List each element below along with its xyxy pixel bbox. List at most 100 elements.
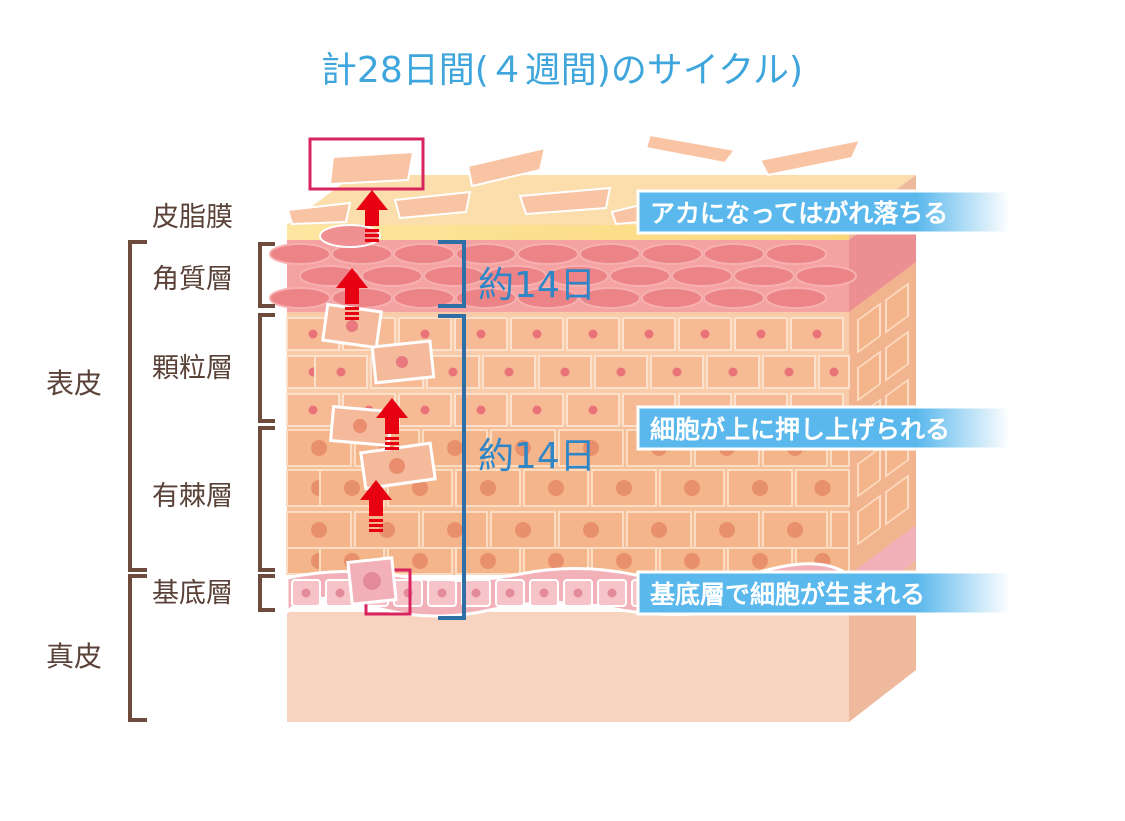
shed-highlight-box [308,137,425,191]
corneum-cell [423,265,485,287]
migrating-cells [319,150,437,606]
spinous-nucleus [311,522,327,538]
corneum-cell [517,243,579,265]
up-arrow-dash [369,529,383,532]
corneum-cell [517,287,579,309]
corneum-cell [455,243,517,265]
spinous-nucleus [684,480,700,496]
corneum-cell [641,243,703,265]
granular-nucleus [476,405,486,415]
side-cell [885,330,909,382]
dermis-front [287,612,849,722]
side-cell [885,474,909,526]
granular-nucleus [532,405,542,415]
corneum-cell [269,243,331,265]
granular-nucleus [588,329,598,339]
granular-nucleus [504,367,514,377]
up-arrow-dash [369,519,383,522]
granular-cell [510,317,564,351]
label-sebum-membrane: 皮脂膜 [152,202,233,233]
callout-pushed-up: 細胞が上に押し上げられる [636,405,1012,451]
corneum-cell [609,265,671,287]
left-brackets [128,240,275,722]
corneum-cell [795,265,857,287]
basal-nucleus [573,588,583,598]
corneum-cell [671,265,733,287]
granular-nucleus [829,367,839,377]
granular-nucleus-1 [346,320,358,332]
basal-nucleus [301,588,311,598]
side-cell [857,446,881,498]
spinous-cell [490,429,556,467]
up-arrow-dash [365,239,379,242]
corneum-cell [485,265,547,287]
spinous-cell [830,511,850,549]
granular-nucleus [336,367,346,377]
granular-nucleus [784,367,794,377]
spinous-nucleus [412,480,428,496]
corneum-cell [393,243,455,265]
spinous-nucleus [752,480,768,496]
upper-duration: 約14日 [478,265,596,306]
spinous-nucleus [684,553,700,569]
corneum-cell [393,287,455,309]
spinous-nucleus [480,480,496,496]
lower-duration: 約14日 [478,436,596,477]
label-dermis: 真皮 [46,640,102,673]
spinous-nucleus [548,553,564,569]
callout-pushed-up-bg [636,405,1012,451]
spinous-nucleus [447,440,463,456]
corneum-cell [703,243,765,265]
granular-nucleus-2 [396,356,408,368]
callout-shed-bg [636,189,1012,235]
flake [758,138,862,177]
spinous-nucleus-2 [389,458,405,474]
corneum-cell [579,287,641,309]
duration-brackets [438,240,466,620]
flake [286,201,352,226]
up-arrow-dash [369,524,383,527]
side-cell [857,302,881,354]
spinous-nucleus [583,440,599,456]
up-arrow-dash [345,312,359,315]
spinous-nucleus [412,553,428,569]
flake [644,133,737,165]
flake [393,190,472,220]
spinous-nucleus [480,553,496,569]
spinous-nucleus-1 [353,419,367,433]
up-arrow-dash [365,234,379,237]
callout-born: 基底層で細胞が生まれる [636,570,1012,616]
up-arrow [356,190,388,226]
granular-nucleus [560,367,570,377]
granular-nucleus [308,329,318,339]
side-cell [857,494,881,546]
diagram-title: 計28日間(４週間)のサイクル) [321,50,803,91]
granulosum-bracket [258,313,275,423]
side-cell [885,282,909,334]
label-stratum-spinosum: 有棘層 [152,481,233,512]
lower-duration-bracket [438,314,466,620]
label-stratum-basale: 基底層 [152,578,233,609]
up-arrow-dash [385,447,399,450]
callout-shed: アカになってはがれ落ちる [636,189,1012,235]
spinous-nucleus [515,522,531,538]
granular-nucleus [616,367,626,377]
up-arrow [336,268,368,304]
spinosum-bracket [258,426,275,572]
spinous-nucleus [814,480,831,496]
up-arrow-dash [365,229,379,232]
spinous-cell [762,511,828,549]
basale-bracket [258,574,275,612]
label-stratum-granulosum: 顆粒層 [152,353,233,384]
callout-born-text: 基底層で細胞が生まれる [650,580,925,609]
up-arrow-dash [345,317,359,320]
spinous-nucleus [447,522,463,538]
label-stratum-corneum: 角質層 [152,264,233,295]
spinous-nucleus [583,522,599,538]
spinous-nucleus [515,440,531,456]
corneum-cell [733,265,795,287]
spinous-nucleus [787,522,803,538]
upward-arrows [336,190,408,532]
granular-nucleus [672,367,682,377]
